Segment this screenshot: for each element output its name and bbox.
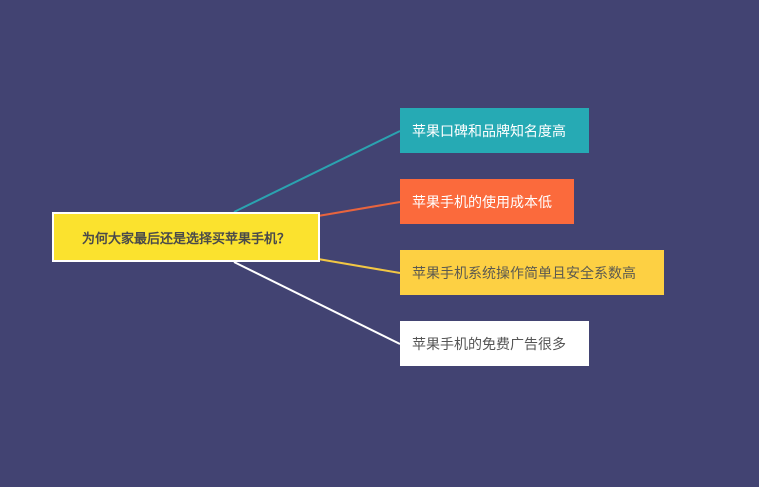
connector-branch-2 — [317, 201, 401, 217]
connector-branch-3 — [317, 258, 401, 274]
root-topic[interactable]: 为何大家最后还是选择买苹果手机？ — [52, 212, 320, 262]
branch-topic-free-advertising[interactable]: 苹果手机的免费广告很多 — [400, 321, 589, 366]
branch-topic-label: 苹果口碑和品牌知名度高 — [412, 123, 566, 140]
branch-topic-low-cost[interactable]: 苹果手机的使用成本低 — [400, 179, 574, 224]
branch-topic-simple-secure[interactable]: 苹果手机系统操作简单且安全系数高 — [400, 250, 664, 295]
connector-branch-1 — [233, 130, 401, 213]
branch-topic-label: 苹果手机的免费广告很多 — [412, 336, 566, 353]
branch-topic-label: 苹果手机系统操作简单且安全系数高 — [412, 265, 636, 282]
branch-topic-label: 苹果手机的使用成本低 — [412, 194, 552, 211]
branch-topic-brand-reputation[interactable]: 苹果口碑和品牌知名度高 — [400, 108, 589, 153]
root-topic-label: 为何大家最后还是选择买苹果手机？ — [81, 231, 290, 247]
connector-branch-4 — [233, 261, 401, 345]
